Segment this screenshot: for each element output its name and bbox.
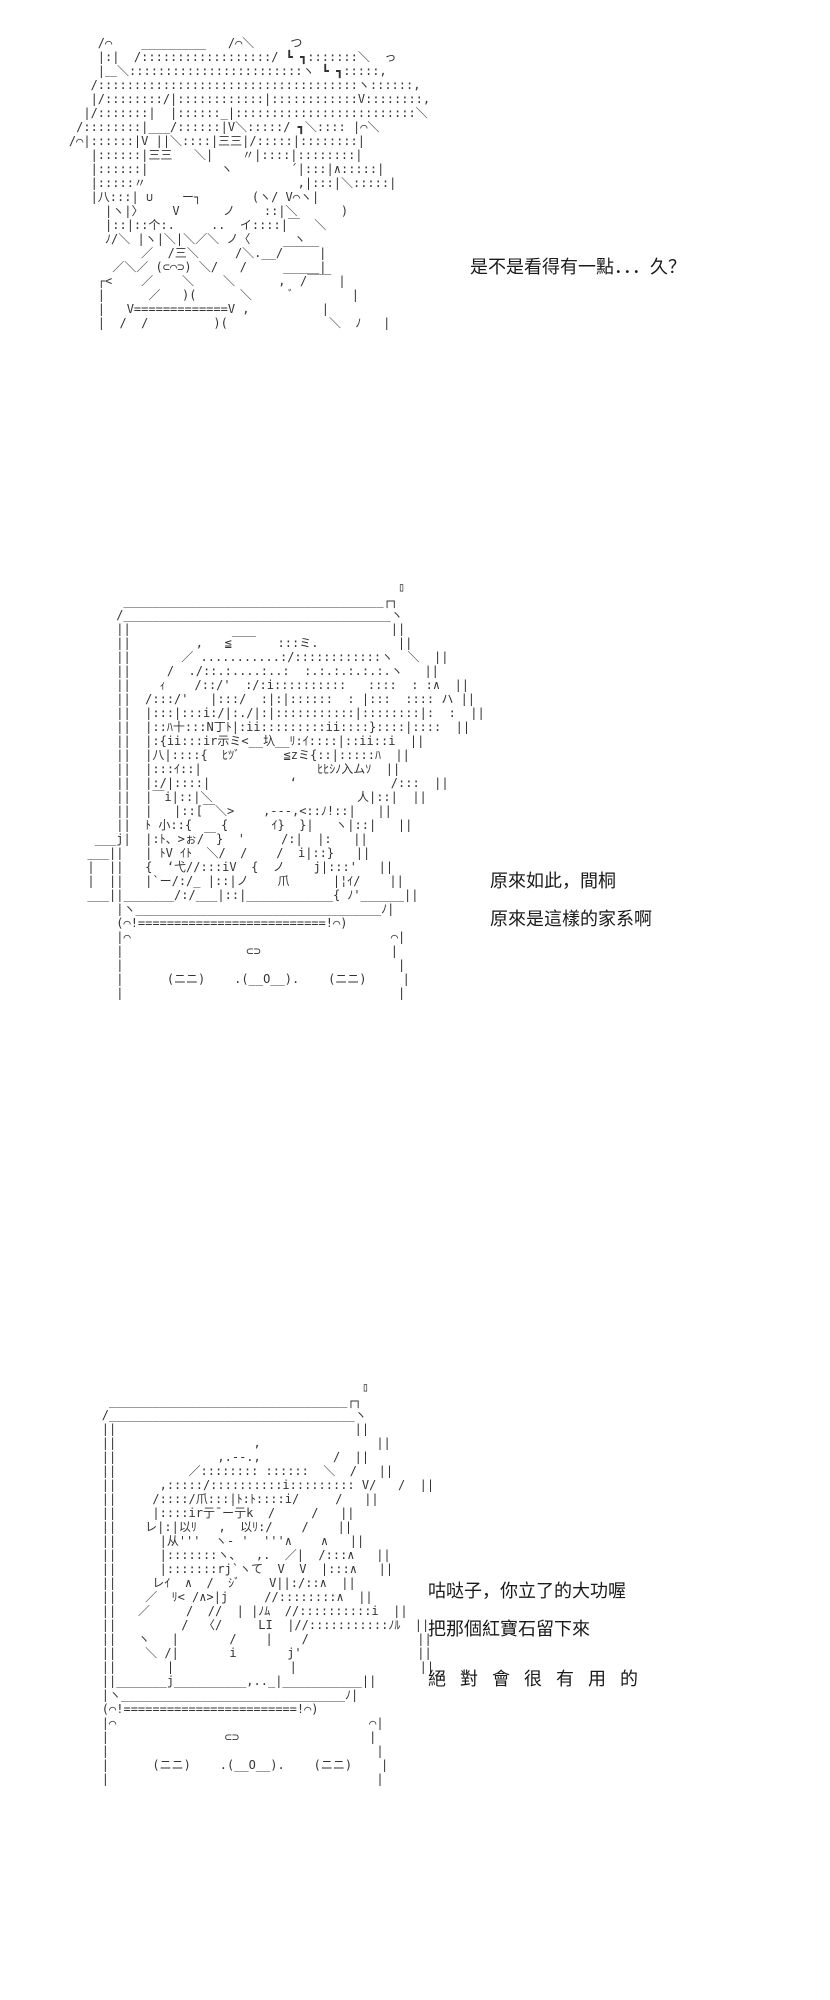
dialogue-line: 是不是看得有一點．．．久？ — [470, 257, 686, 278]
dialogue-2: 原來如此，間桐 原來是這樣的家系啊 — [490, 870, 652, 946]
ascii-art-character-3: ▯ _________________________________┌┐ /_… — [101, 1380, 435, 1786]
dialogue-line: 咕哒子，你立了的大功喔 — [428, 1581, 626, 1602]
dialogue-line: 把那個紅寶石留下來 — [428, 1619, 590, 1640]
dialogue-line: 原來如此，間桐 — [490, 871, 616, 892]
panel-1: /⌒ _________ /⌒＼ つ |:| /::::::::::::::::… — [0, 0, 830, 520]
panel-3: ▯ _________________________________┌┐ /_… — [0, 1380, 830, 1980]
ascii-art-character-1: /⌒ _________ /⌒＼ つ |:| /::::::::::::::::… — [68, 36, 431, 330]
ascii-art-character-2: ▯ ____________________________________┌┐… — [87, 580, 485, 1000]
panel-2: ▯ ____________________________________┌┐… — [0, 570, 830, 1290]
dialogue-1: 是不是看得有一點．．．久？ — [470, 256, 686, 294]
dialogue-line-spaced: 絕對會很有用的 — [428, 1669, 652, 1690]
dialogue-line: 原來是這樣的家系啊 — [490, 909, 652, 930]
dialogue-3: 咕哒子，你立了的大功喔 把那個紅寶石留下來 絕對會很有用的 — [428, 1580, 652, 1706]
